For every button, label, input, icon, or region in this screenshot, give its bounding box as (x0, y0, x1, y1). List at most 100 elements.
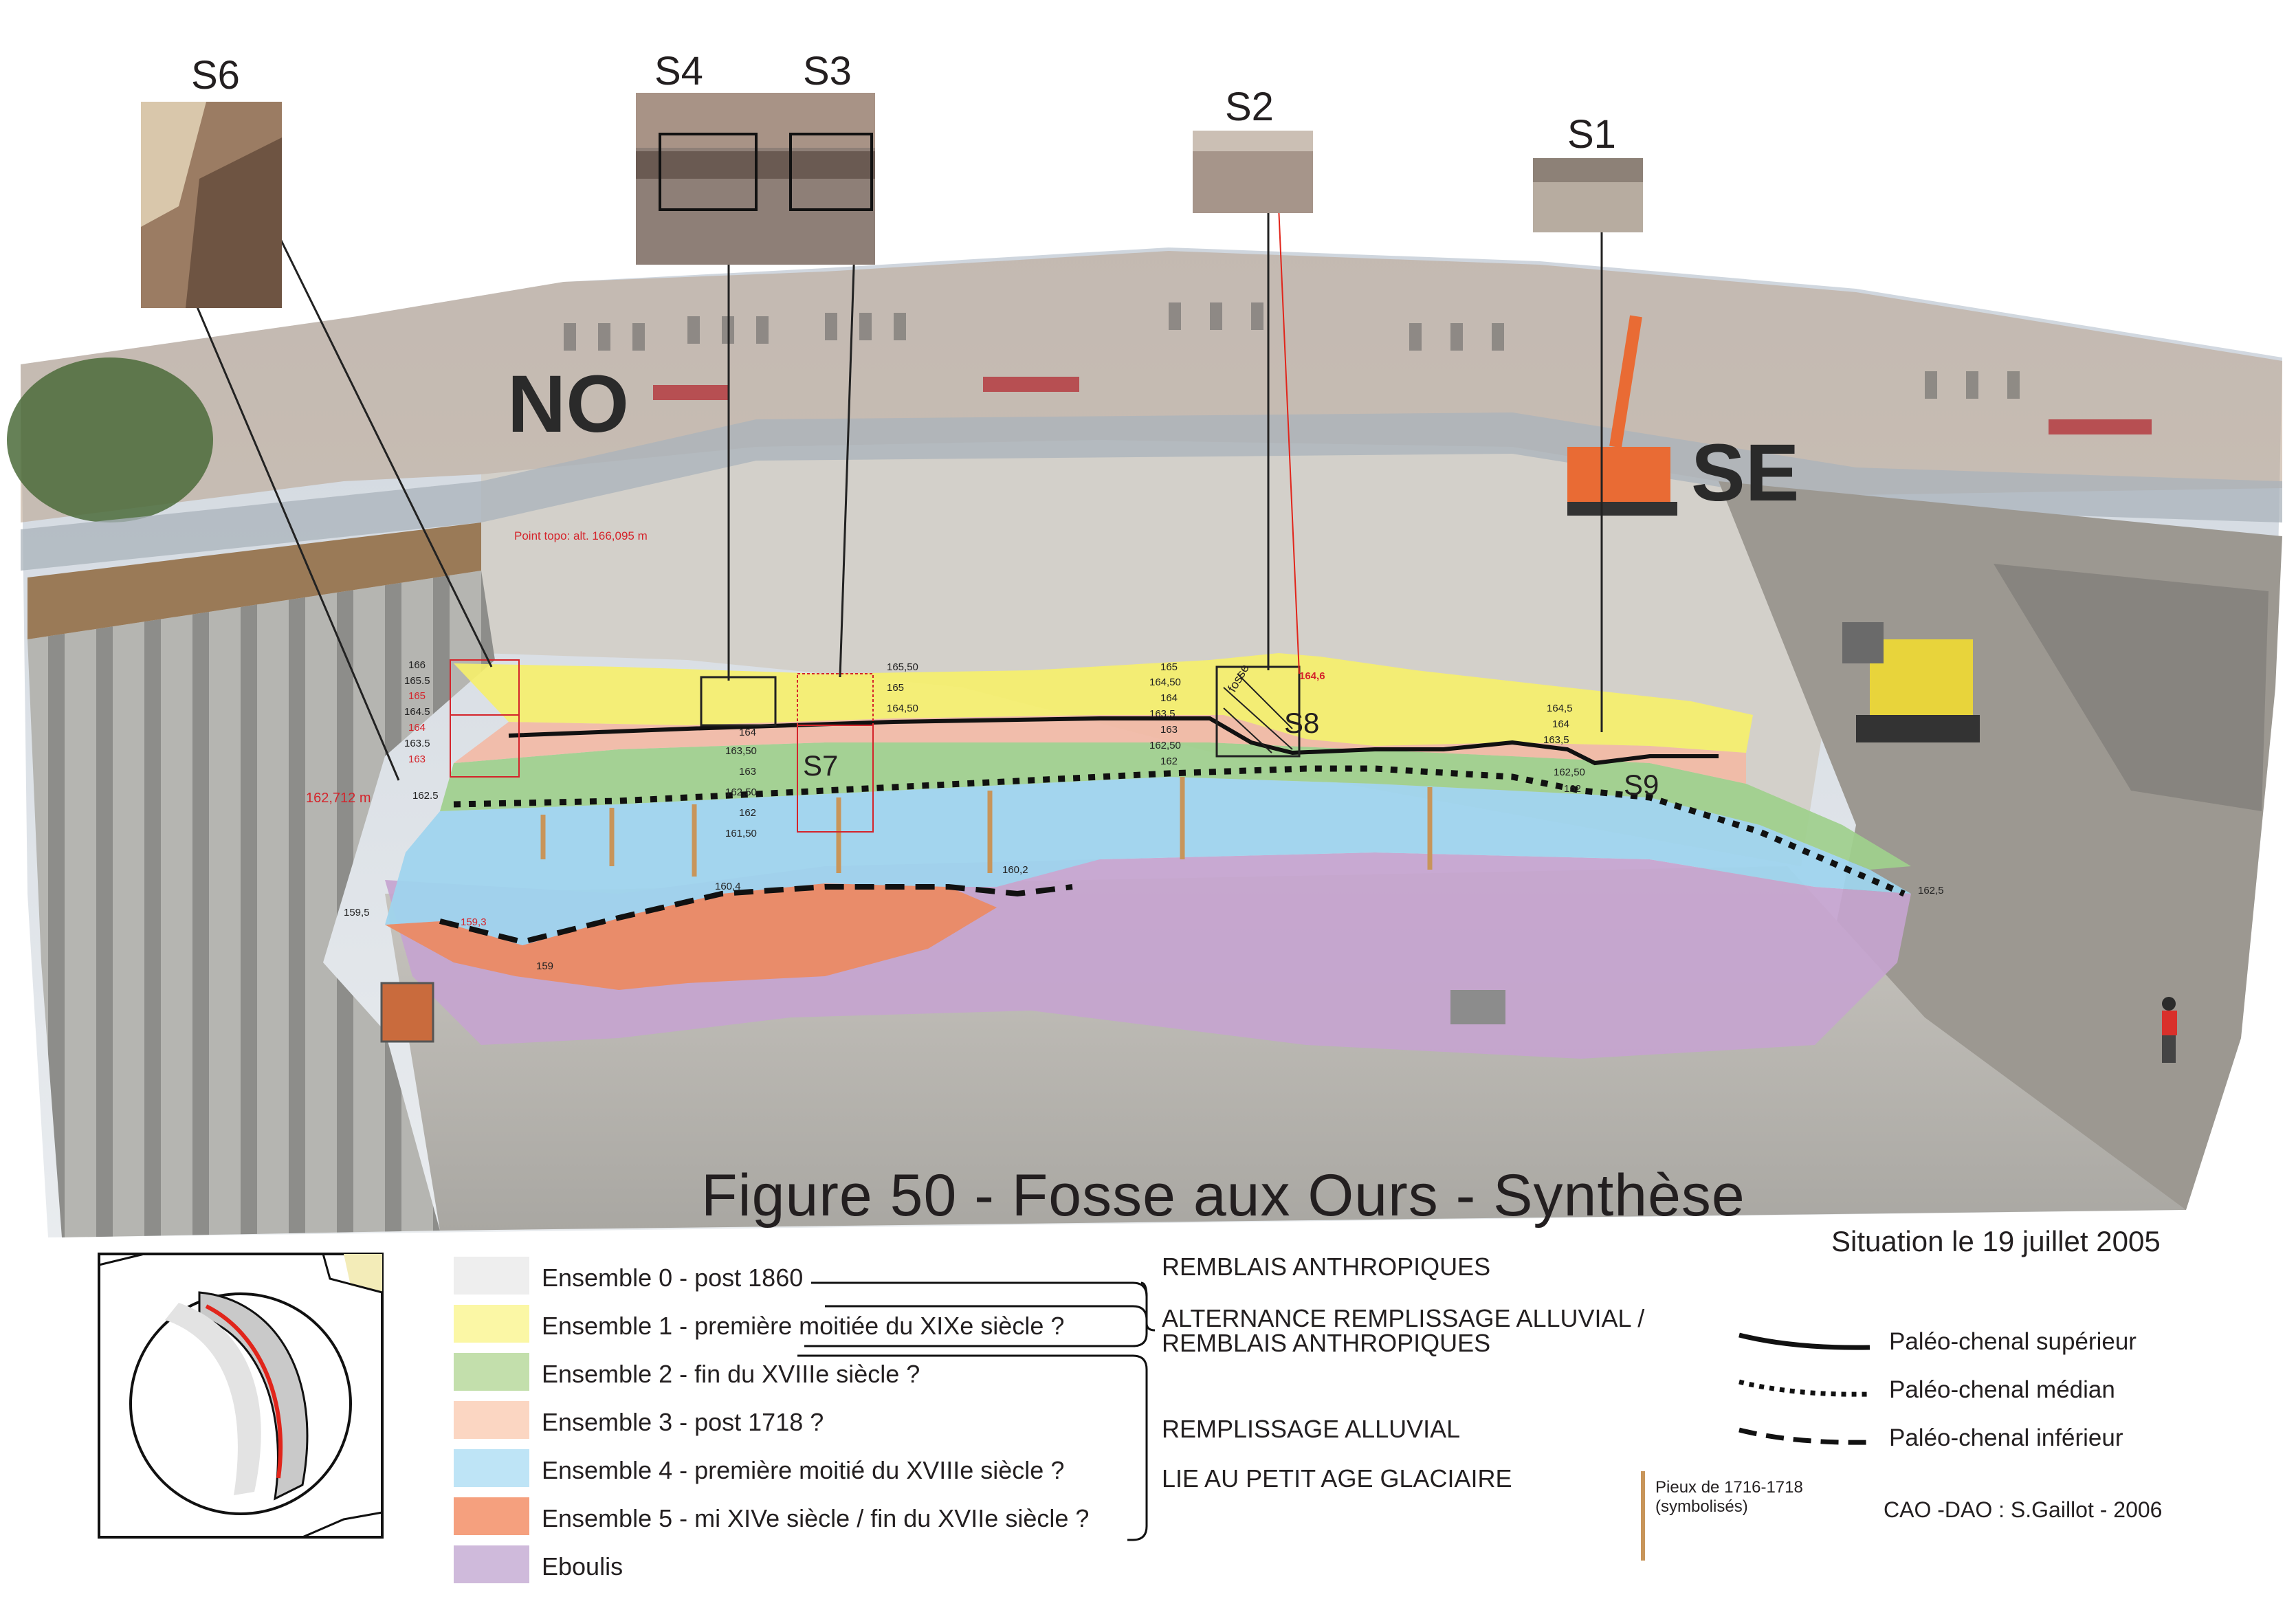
s6-box-lower (450, 714, 520, 778)
pile-markers (540, 777, 1433, 877)
orientation-no: NO (507, 359, 629, 450)
photo-label-s3: S3 (803, 49, 852, 93)
elevation-labels-misc: 159,5 159,3 159 160,4 160,2 162,5 (344, 864, 1944, 972)
elevation-labels-s6: 166 165.5 165 164.5 164 163.5 163 162.5 (404, 659, 439, 802)
s8-box (1215, 665, 1301, 758)
photo-s4-s3 (636, 93, 875, 265)
legend-swatch (454, 1305, 529, 1343)
svg-text:164,6: 164,6 (1299, 670, 1325, 682)
svg-text:163: 163 (1160, 724, 1178, 736)
legend-label: Ensemble 0 - post 1860 (542, 1264, 804, 1292)
legend-label: Ensemble 4 - première moitié du XVIIIe s… (542, 1456, 1065, 1484)
svg-text:159,5: 159,5 (344, 907, 370, 918)
diaphragm-wall-left (27, 571, 495, 1237)
group-label-remblais: REMBLAIS ANTHROPIQUES (1162, 1253, 1491, 1281)
layer-ensemble-4 (385, 777, 1911, 945)
svg-text:160,2: 160,2 (1002, 864, 1028, 876)
layer-ensemble-1 (454, 653, 1753, 753)
credit: CAO -DAO : S.Gaillot - 2006 (1884, 1497, 2163, 1522)
legend-label: Ensemble 5 - mi XIVe siècle / fin du XVI… (542, 1504, 1090, 1532)
figure-title: Figure 50 - Fosse aux Ours - Synthèse (701, 1163, 1745, 1229)
shop-awnings (653, 377, 2152, 434)
group-label-remplissage: REMPLISSAGE ALLUVIAL (1162, 1415, 1461, 1443)
legend-swatch (454, 1257, 529, 1295)
svg-text:164: 164 (1160, 692, 1178, 704)
svg-text:160,4: 160,4 (715, 881, 741, 892)
paleo-chenal-median-label: Paléo-chenal médian (1889, 1376, 2115, 1403)
svg-text:162,5: 162,5 (1918, 885, 1944, 896)
svg-text:164,50: 164,50 (887, 703, 918, 714)
photo-label-s1: S1 (1567, 112, 1616, 157)
s3-box-lower (797, 725, 874, 833)
situation-date: Situation le 19 juillet 2005 (1831, 1225, 2161, 1257)
paleo-chenal-inferieur-label: Paléo-chenal inférieur (1889, 1424, 2123, 1451)
svg-text:164: 164 (1552, 718, 1569, 730)
site-fence (21, 412, 2282, 571)
svg-text:161,50: 161,50 (725, 828, 757, 839)
section-label-s7: S7 (803, 749, 839, 782)
svg-text:164.5: 164.5 (404, 706, 430, 718)
svg-text:164,5: 164,5 (1547, 703, 1573, 714)
svg-text:163.5: 163.5 (404, 738, 430, 749)
excavator (1567, 315, 1677, 516)
right-cut-face (1994, 564, 2269, 811)
bulldozer (1842, 622, 1980, 742)
photo-label-s6: S6 (191, 53, 240, 98)
paleo-chenal-inferieur-line (439, 884, 1073, 945)
svg-text:165: 165 (887, 682, 904, 694)
layer-ensemble-2 (440, 742, 1911, 870)
paleo-chenal-superieur-line (508, 716, 1719, 766)
location-map (98, 1253, 384, 1539)
elevation-labels-s8: 165 164,50 164 163,5 163 162,50 162 164,… (1149, 661, 1325, 767)
leader-lines (170, 151, 1603, 781)
legend-label: Ensemble 2 - fin du XVIIIe siècle ? (542, 1360, 920, 1388)
group-label-petit-age: LIE AU PETIT AGE GLACIAIRE (1162, 1464, 1512, 1493)
legend-label: Eboulis (542, 1552, 623, 1581)
legend-label: Ensemble 1 - première moitiée du XIXe si… (542, 1312, 1065, 1340)
svg-text:163,50: 163,50 (725, 745, 757, 757)
piles-label: Pieux de 1716-1718 (1655, 1478, 1803, 1497)
svg-text:162: 162 (1564, 783, 1581, 795)
photo-s1 (1533, 158, 1643, 232)
left-elevation-label: 162,712 m (306, 791, 371, 806)
photo-label-s2: S2 (1225, 85, 1274, 129)
section-label-s8: S8 (1284, 707, 1320, 739)
site-container (380, 982, 434, 1043)
svg-text:162,50: 162,50 (1149, 740, 1181, 751)
svg-text:166: 166 (408, 659, 426, 671)
s2-red-line (1278, 206, 1300, 674)
legend-label: Ensemble 3 - post 1718 ? (542, 1408, 824, 1436)
elevation-labels-s9: 164,5 164 163,5 162,50 162 (1543, 703, 1585, 795)
building-windows (564, 302, 2020, 399)
legend-swatch (454, 1449, 529, 1487)
photo-s6 (141, 102, 282, 308)
orientation-se: SE (1691, 428, 1800, 518)
section-label-s9: S9 (1624, 769, 1659, 801)
svg-text:159: 159 (536, 960, 553, 972)
photo-label-s4: S4 (654, 49, 703, 93)
layer-ensemble-3 (454, 715, 1746, 784)
svg-text:165,50: 165,50 (887, 661, 918, 673)
svg-text:163: 163 (739, 766, 756, 778)
group-label-alternance: ALTERNANCE REMPLISSAGE ALLUVIAL / REMBLA… (1162, 1304, 1645, 1357)
svg-text:165: 165 (1160, 661, 1178, 673)
timber-shoring (27, 522, 481, 639)
worker (2162, 997, 2177, 1063)
svg-text:162,50: 162,50 (1554, 767, 1585, 778)
svg-text:162.5: 162.5 (412, 790, 439, 802)
s4-box (700, 676, 777, 727)
legend-swatch (454, 1545, 529, 1583)
svg-text:162,50: 162,50 (725, 786, 757, 798)
site-bucket (1450, 990, 1505, 1024)
paleo-chenal-median-line (453, 765, 1906, 897)
legend-swatch (454, 1497, 529, 1535)
svg-text:164: 164 (739, 727, 756, 738)
svg-text:165.5: 165.5 (404, 675, 430, 687)
svg-text:163,5: 163,5 (1149, 708, 1175, 720)
svg-text:162: 162 (739, 807, 756, 819)
fosse-hatch (1223, 673, 1293, 753)
svg-text:163: 163 (408, 753, 426, 765)
paleo-chenal-superieur-label: Paléo-chenal supérieur (1889, 1328, 2137, 1355)
topo-point-label: Point topo: alt. 166,095 m (514, 529, 648, 542)
